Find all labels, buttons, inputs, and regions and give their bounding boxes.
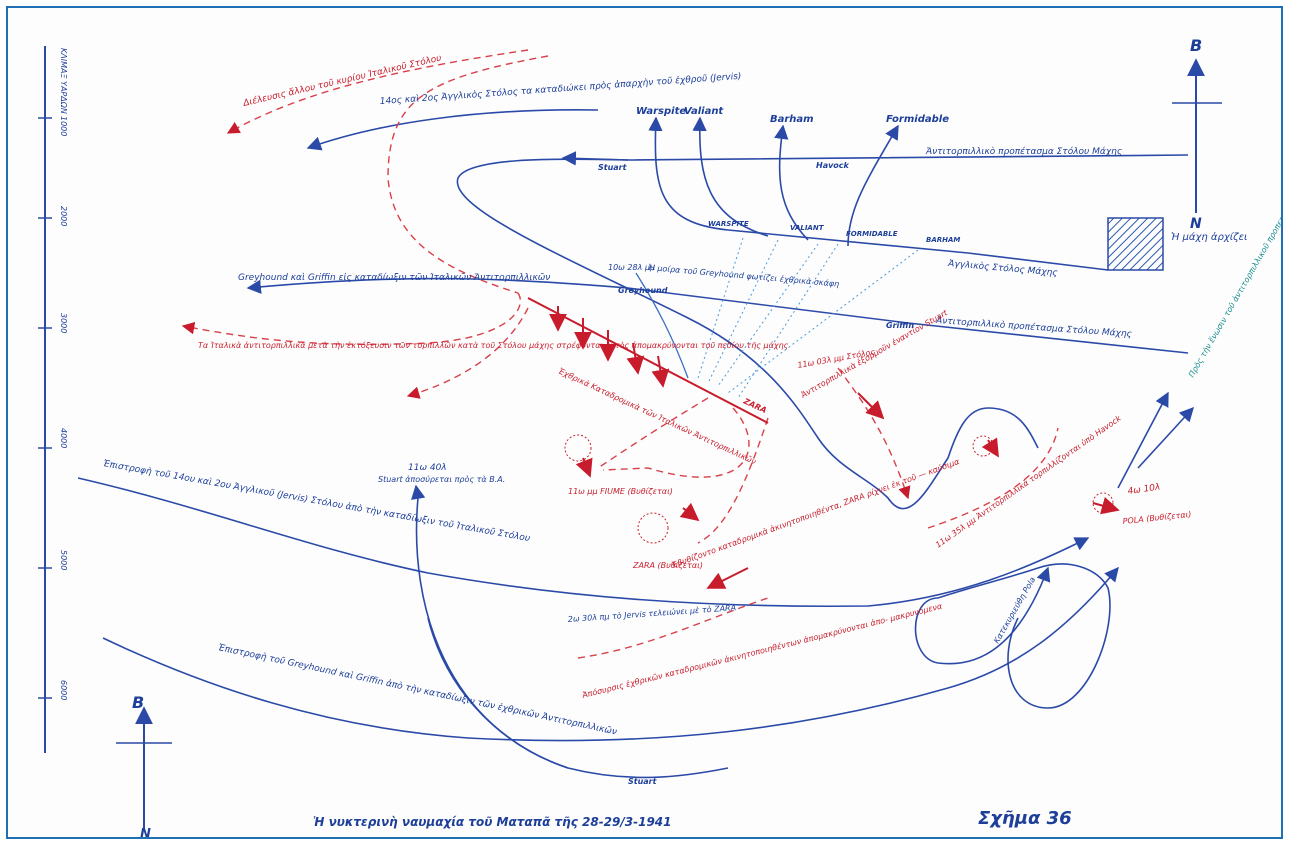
time-2335-label: 11ω 35λ μμ Ἀντιτορπιλλικὰ τορπιλλίζονται… <box>933 413 1123 550</box>
ship-warspite: Warspite <box>636 106 686 117</box>
line-barham: BARHAM <box>926 236 960 244</box>
ship-stuart-bottom: Stuart <box>628 777 658 786</box>
figure-caption: Ἡ νυκτερινὴ ναυμαχία τοῦ Ματαπᾶ τῆς 28-2… <box>313 815 672 829</box>
ship-griffin: Griffin <box>886 321 914 330</box>
ship-havock: Havock <box>816 161 850 170</box>
scale-tick: 5000 <box>59 550 68 570</box>
north-label: Β <box>1190 36 1202 55</box>
scale-tick: 4000 <box>59 428 68 448</box>
compass-top: Β Ν <box>1172 36 1222 232</box>
battle-begins-label: Ἡ μάχη ἀρχίζει <box>1171 231 1247 243</box>
fiume-sinks-label: 11ω μμ FIUME (Βυθίζεται) <box>568 487 673 496</box>
ship-formidable: Formidable <box>886 114 949 125</box>
north-label: Β <box>132 693 144 712</box>
ship-greyhound: Greyhound <box>618 286 668 295</box>
figure-label: Σχῆμα 36 <box>978 808 1072 829</box>
scale-tick: 3000 <box>59 313 68 333</box>
stuart-time-label: 11ω 40λ <box>408 463 447 473</box>
destroyers-14-24-label: 14ος καὶ 2ος Ἀγγλικὸς Στόλος τα καταδιώκ… <box>379 71 741 107</box>
ship-barham: Barham <box>770 114 814 125</box>
rejoin-fleet-label: Πρὸς τὴν ἕνωσιν τοῦ ἀντιτορπιλλικοῦ προπ… <box>1186 116 1283 379</box>
line-valiant: VALIANT <box>790 224 825 232</box>
map-frame: ΚΛΙΜΑΞ ΥΑΡΔΩΝ 1000 2000 3000 4000 5000 6… <box>6 6 1283 839</box>
greyhound-fires-label: Ἡ μοίρα τοῦ Greyhound φωτίζει ἐχθρικὰ σκ… <box>648 263 840 289</box>
scale-tick: 1000 <box>59 116 68 136</box>
battle-map: ΚΛΙΜΑΞ ΥΑΡΔΩΝ 1000 2000 3000 4000 5000 6… <box>38 36 1283 839</box>
italian-column-label: Ἐχθρικὰ Καταδρομικὰ τῶν Ἰταλικῶν Ἀντιτορ… <box>557 367 758 467</box>
scale-tick: 6000 <box>59 680 68 700</box>
zara-sinks-label: ZARA (Βυθίζεται) <box>632 561 703 570</box>
scale-bar: ΚΛΙΜΑΞ ΥΑΡΔΩΝ 1000 2000 3000 4000 5000 6… <box>38 46 68 753</box>
line-formidable: FORMIDABLE <box>846 230 898 238</box>
south-label: Ν <box>1190 216 1202 232</box>
battle-start-box <box>1107 217 1164 271</box>
time-2228-label: 10ω 28λ μμ <box>608 263 655 272</box>
battle-fleet-label: Ἀγγλικὸς Στόλος Μάχης <box>947 258 1058 279</box>
pola-time-label: 4ω 10λ <box>1127 482 1161 496</box>
return-greyhound-label: Ἐπιστροφὴ τοῦ Greyhound καὶ Griffin ἀπὸ … <box>217 642 617 737</box>
pola-captured-label: Κατεκυριεύθη Pola <box>992 575 1037 645</box>
line-warspite: WARSPITE <box>708 220 749 228</box>
scale-title: ΚΛΙΜΑΞ ΥΑΡΔΩΝ <box>59 48 68 114</box>
stuart-withdraws-label: Stuart ἀποσύρεται πρὸς τὰ Β.Α. <box>378 474 505 484</box>
zara-cruisers-label: Ἐβυθίζοντο καταδρομικὰ ἀκινητοποιηθέντα,… <box>670 456 961 570</box>
italian-tracks <box>181 49 1120 659</box>
ship-valiant: Valiant <box>684 106 724 117</box>
italian-destroyers-attack-label: Ἀντιτορπιλλικὰ ἐξορμοῦν ἐναντίον Stuart <box>799 308 950 400</box>
scale-tick: 2000 <box>59 206 68 226</box>
compass-bottom: Β Ν <box>116 693 172 839</box>
british-tracks <box>77 109 1194 779</box>
jervis-zara-label: 2ω 30λ πμ τὸ Jervis τελειώνει μὲ τὸ ZARA <box>567 602 736 624</box>
escort-screen-top-label: Ἀντιτορπιλλικὸ προπέτασμα Στόλου Μάχης <box>925 146 1122 157</box>
pola-sinks-label: POLA (Βυθίζεται) <box>1122 510 1192 526</box>
greyhound-griffin-chase-label: Greyhound καὶ Griffin εἰς καταδίωξιν τῶν… <box>238 273 550 283</box>
italian-destroyers-flee-label: Τα Ἰταλικὰ ἀντιτορπιλλικὰ μετὰ τὴν ἐκτόξ… <box>198 340 789 350</box>
south-label: Ν <box>140 827 151 839</box>
ship-stuart: Stuart <box>598 163 628 172</box>
